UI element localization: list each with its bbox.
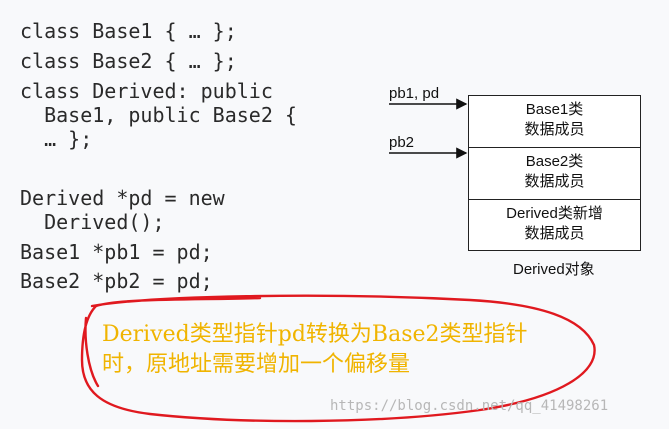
code-line: class Derived: public: [20, 79, 273, 103]
code-line: Derived();: [20, 210, 165, 234]
derived-block-title: Derived类新增: [506, 205, 603, 222]
base2-block-subtitle: 数据成员: [524, 173, 585, 190]
derived-block: Derived类新增 数据成员: [468, 199, 641, 251]
offset-annotation: Derived类型指针pd转换为Base2类型指针 时，原地址需要增加一个偏移量: [102, 320, 602, 380]
derived-object-caption: Derived对象: [513, 261, 595, 278]
code-line: Base1 *pb1 = pd;: [20, 240, 213, 264]
code-line: Base2 *pb2 = pd;: [20, 269, 213, 293]
base1-block-title: Base1类: [525, 101, 584, 118]
base2-block-title: Base2类: [525, 153, 584, 170]
derived-block-subtitle: 数据成员: [524, 225, 585, 242]
annotation-line-2: 时，原地址需要增加一个偏移量: [102, 352, 411, 377]
red-scribble-circle: [80, 294, 596, 423]
code-line: class Base2 { … };: [20, 49, 237, 73]
code-line: class Base1 { … };: [20, 19, 237, 43]
code-line: Base1, public Base2 {: [20, 103, 297, 127]
base2-block: Base2类 数据成员: [468, 147, 641, 200]
annotation-line-1: Derived类型指针pd转换为Base2类型指针: [102, 322, 528, 347]
base1-block: Base1类 数据成员: [468, 95, 641, 148]
source-watermark: https://blog.csdn.net/qq_41498261: [330, 398, 609, 414]
base1-block-subtitle: 数据成员: [524, 121, 585, 138]
pointer-label-pb2: pb2: [389, 134, 415, 151]
code-line: Derived *pd = new: [20, 186, 225, 210]
code-line: … };: [20, 127, 93, 151]
pointer-label-pb1-pd: pb1, pd: [389, 85, 440, 102]
